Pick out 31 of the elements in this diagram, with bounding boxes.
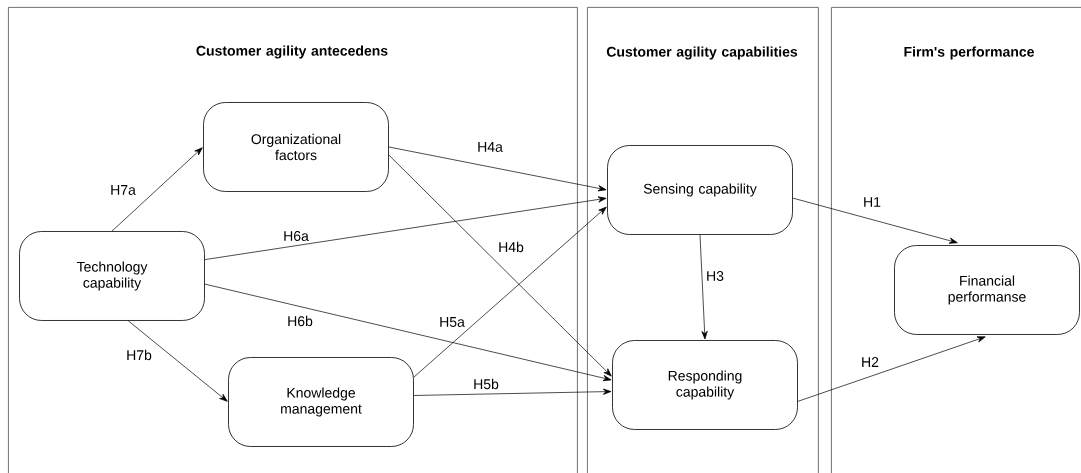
rounded-box: Financial performanse (894, 245, 1080, 335)
arrow (388, 154, 612, 377)
edge-label: H2 (860, 356, 880, 368)
edge-label: H6b (286, 314, 314, 328)
rounded-box: Sensing capability (607, 145, 793, 235)
edge-label: H7a (109, 184, 137, 196)
arrow (204, 196, 607, 260)
panel-heading: Customer agility antecedens (196, 45, 388, 59)
rounded-box: Responding capability (612, 340, 798, 430)
edge-label: H4a (476, 141, 504, 153)
arrow (128, 320, 228, 402)
rounded-box: Technology capability (19, 231, 205, 321)
arrow (111, 147, 203, 232)
arrow (792, 197, 958, 244)
edge-label: H6a (282, 230, 310, 242)
rounded-box: Organizational factors (203, 102, 389, 192)
edge-label: H3 (705, 270, 725, 282)
panel-heading: Customer agility capabilities (606, 46, 798, 60)
edge-label: H5b (472, 377, 500, 391)
arrow (413, 388, 612, 396)
arrow (388, 146, 607, 192)
panel-heading: Firm's performance (904, 46, 1034, 60)
edge-label: H4b (497, 240, 525, 254)
arrow (204, 283, 612, 382)
arrow (797, 336, 986, 402)
edge-label: H7b (125, 348, 153, 362)
edge-label: H5a (438, 316, 466, 328)
rounded-box: Knowledge management (228, 357, 414, 447)
arrow (413, 206, 607, 378)
edge-label: H1 (862, 196, 882, 208)
arrow (699, 234, 708, 340)
